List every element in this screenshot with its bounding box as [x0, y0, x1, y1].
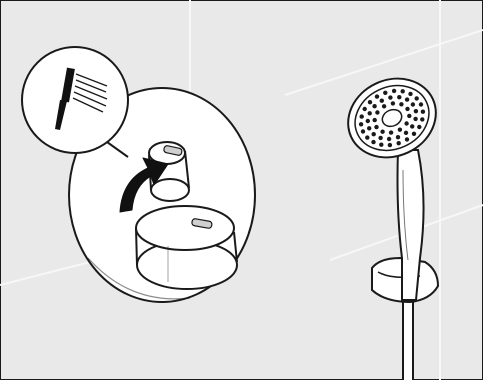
shower-nozzle	[371, 139, 376, 145]
shower-nozzle	[386, 136, 392, 142]
shower-nozzle	[397, 127, 403, 132]
shower-nozzle	[367, 100, 373, 105]
shower-nozzle	[381, 104, 387, 109]
shower-nozzle	[379, 142, 384, 147]
shower-nozzle	[367, 111, 372, 116]
shower-nozzle	[387, 142, 393, 148]
shower-nozzle	[378, 135, 383, 141]
shower-nozzle	[372, 117, 377, 123]
shower-nozzle	[413, 116, 418, 122]
shower-nozzle	[410, 102, 416, 107]
shower-nozzle	[371, 132, 376, 137]
shower-nozzle	[396, 141, 401, 146]
handshower-spray-icon	[21, 46, 129, 158]
shower-nozzle	[414, 96, 419, 101]
shower-nozzle	[388, 130, 394, 135]
shower-nozzle	[391, 88, 397, 94]
shower-nozzle	[418, 102, 424, 107]
shower-nozzle	[359, 114, 364, 119]
shower-nozzle	[404, 137, 410, 142]
shower-nozzle	[397, 95, 402, 100]
shower-nozzle	[374, 124, 379, 130]
shower-nozzle	[411, 131, 417, 136]
shower-nozzle	[380, 129, 385, 134]
thermostat-knob	[135, 205, 238, 290]
shower-nozzle	[365, 118, 370, 124]
shower-nozzle	[404, 121, 409, 126]
shower-nozzle	[410, 124, 415, 129]
shower-nozzle	[408, 91, 413, 97]
curved-arrow-icon	[119, 157, 169, 213]
shower-nozzle	[399, 102, 404, 107]
shower-nozzle	[413, 109, 419, 114]
shower-nozzle	[420, 117, 425, 122]
shower-nozzle	[383, 90, 388, 96]
shower-nozzle	[367, 126, 372, 131]
shower-nozzle	[400, 89, 405, 94]
shower-nozzle	[405, 106, 410, 112]
shower-nozzle	[379, 98, 384, 103]
hand-shower	[347, 77, 440, 380]
shower-nozzle	[420, 109, 426, 114]
shower-nozzle	[360, 129, 366, 134]
shower-nozzle	[395, 135, 401, 140]
shower-nozzle	[375, 110, 380, 115]
shower-nozzle	[374, 94, 380, 99]
shower-nozzle	[372, 104, 377, 109]
shower-nozzle	[403, 130, 409, 135]
shower-nozzle	[404, 97, 410, 102]
shower-nozzle	[362, 106, 367, 112]
shower-nozzle	[417, 124, 422, 130]
shower-nozzle	[390, 101, 396, 106]
shower-nozzle	[407, 113, 412, 119]
shower-nozzle	[358, 122, 364, 127]
shower-nozzle	[365, 135, 370, 140]
shower-nozzle	[388, 95, 393, 100]
